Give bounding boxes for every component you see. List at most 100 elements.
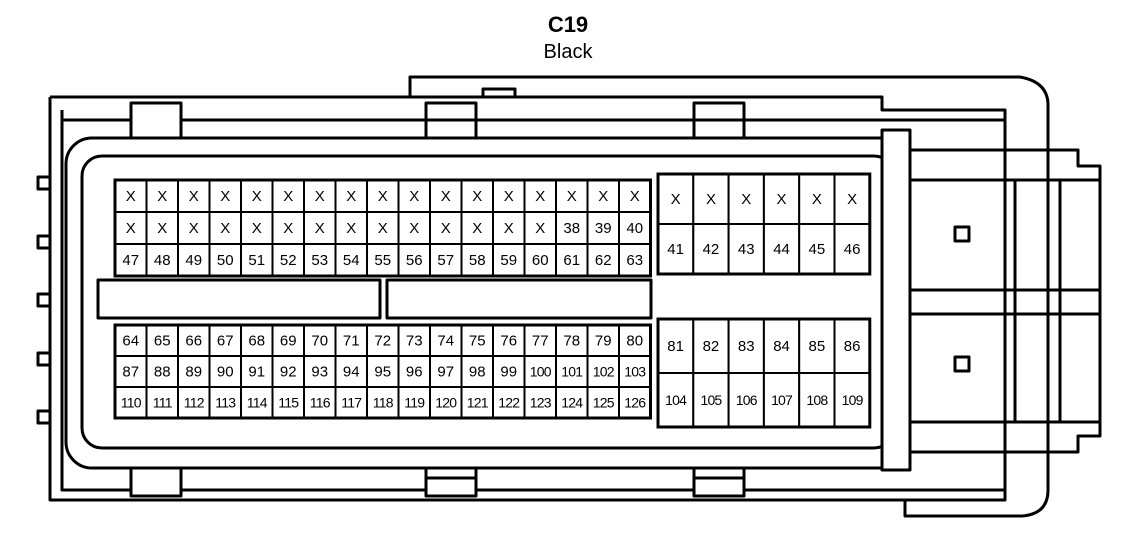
pin-label: 88 [154, 364, 171, 381]
pin-label: 108 [806, 392, 828, 408]
pin-label: 54 [343, 252, 360, 269]
pin-label: 76 [500, 333, 517, 350]
pin-label: 49 [185, 252, 202, 269]
connector-title: C19 [547, 12, 589, 37]
pin-label: 105 [700, 392, 722, 408]
pin-label: X [598, 188, 608, 205]
pin-label: 63 [626, 252, 643, 269]
pin-cavity [429, 211, 463, 245]
pin-label: X [409, 188, 419, 205]
pin-label: X [847, 191, 857, 208]
pin-block-outline [656, 317, 872, 429]
pin-label: 60 [532, 252, 549, 269]
pin-label: 95 [374, 364, 391, 381]
connector-housing [36, 75, 1102, 518]
pin-label: 112 [184, 395, 205, 411]
pin-block-outline [113, 178, 652, 278]
pin-label: 86 [844, 338, 861, 355]
pin-label: 126 [624, 395, 646, 411]
pin-label: 106 [736, 392, 758, 408]
pin-label: X [378, 188, 388, 205]
pin-label: 101 [561, 364, 583, 380]
pin-label: 113 [215, 395, 236, 411]
pin-label: 68 [248, 333, 265, 350]
pin-label: X [283, 220, 293, 237]
pin-label: X [472, 220, 482, 237]
pin-cavity [657, 372, 695, 428]
lock-window [953, 355, 971, 373]
pin-label: 61 [563, 252, 580, 269]
pin-label: 53 [311, 252, 328, 269]
pin-label: 67 [217, 333, 234, 350]
pin-cavity [240, 243, 274, 277]
pin-label: 111 [153, 395, 173, 411]
pin-label: 41 [667, 241, 684, 258]
pin-label: X [441, 188, 451, 205]
pin-cavity [833, 372, 871, 428]
pin-cavity [271, 243, 305, 277]
pin-label: X [472, 188, 482, 205]
pin-cavity [727, 173, 765, 225]
lock-window [953, 225, 971, 243]
pin-label: X [378, 220, 388, 237]
pin-label: 98 [469, 364, 486, 381]
pin-label: 115 [278, 395, 299, 411]
pin-label: X [777, 191, 787, 208]
pin-label: X [189, 188, 199, 205]
pin-cavity [334, 243, 368, 277]
pin-label: X [157, 220, 167, 237]
pin-label: X [409, 220, 419, 237]
pin-label: 59 [500, 252, 517, 269]
pin-label: 119 [404, 395, 425, 411]
pin-cavity [618, 179, 652, 213]
pin-label: 69 [280, 333, 297, 350]
pin-label: X [157, 188, 167, 205]
pin-label: X [346, 188, 356, 205]
pin-cavity [727, 223, 765, 275]
pin-label: 51 [248, 252, 265, 269]
center-slot [385, 278, 653, 320]
pin-label: X [504, 220, 514, 237]
pin-cavity [208, 355, 242, 388]
pin-label: 81 [667, 338, 684, 355]
pin-label: 80 [626, 333, 643, 350]
pin-label: X [535, 188, 545, 205]
pin-label: 87 [122, 364, 139, 381]
pin-cavity [586, 243, 620, 277]
pin-label: 55 [374, 252, 391, 269]
pin-label: X [220, 188, 230, 205]
pin-cavity [692, 372, 730, 428]
pin-label: X [283, 188, 293, 205]
pin-cavity [366, 386, 400, 419]
pin-label: 58 [469, 252, 486, 269]
pin-label: 124 [561, 395, 583, 411]
pin-label: 99 [500, 364, 517, 381]
pin-label: X [346, 220, 356, 237]
pin-label: 89 [185, 364, 202, 381]
pin-label: X [671, 191, 681, 208]
pin-label: 102 [593, 364, 615, 380]
pin-label: 120 [435, 395, 457, 411]
pin-cavity [586, 324, 620, 357]
pin-block-outline [656, 172, 872, 276]
pin-label: 70 [311, 333, 328, 350]
pin-cavity [208, 211, 242, 245]
pin-label: X [567, 188, 577, 205]
pin-label: 52 [280, 252, 297, 269]
pin-label: 116 [310, 395, 331, 411]
pin-label: 103 [624, 364, 646, 380]
pin-label: X [252, 220, 262, 237]
pin-label: 62 [595, 252, 612, 269]
pin-label: 39 [595, 220, 612, 237]
pin-cavity [523, 243, 557, 277]
pin-label: 43 [738, 241, 755, 258]
pin-label: 122 [498, 395, 520, 411]
pin-label: X [189, 220, 199, 237]
pin-label: 73 [406, 333, 423, 350]
pin-label: X [441, 220, 451, 237]
pin-cavity [303, 386, 337, 419]
pin-label: X [315, 188, 325, 205]
pin-label: X [126, 188, 136, 205]
pin-cavity [397, 243, 431, 277]
